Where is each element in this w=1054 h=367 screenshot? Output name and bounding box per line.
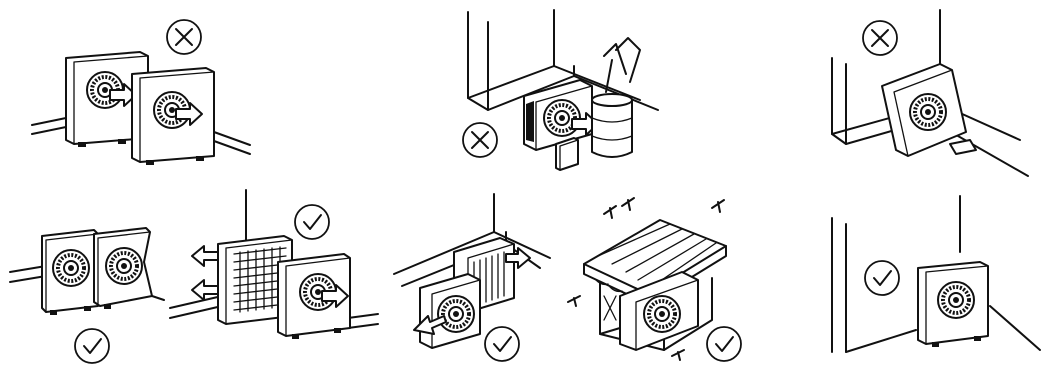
panel-top-left [32, 20, 250, 165]
panel-bottom-under-canopy [568, 198, 741, 361]
cross-circle-icon [863, 21, 897, 55]
check-circle-icon [485, 327, 519, 361]
heat-pump-unit-front [132, 68, 214, 165]
panel-top-right [832, 10, 1028, 176]
heat-pump-unit-wall [918, 262, 988, 347]
panel-bottom-with-grille [170, 190, 378, 339]
panel-top-center [463, 10, 658, 170]
heat-pump-unit-tilted [882, 64, 976, 156]
check-circle-icon [707, 327, 741, 361]
check-circle-icon [75, 329, 109, 363]
check-circle-icon [865, 261, 899, 295]
panel-bottom-side-by-side [10, 228, 164, 363]
cross-circle-icon [463, 123, 497, 157]
heat-pump-unit-right [94, 228, 152, 309]
check-circle-icon [295, 205, 329, 239]
heat-pump-unit-left [42, 230, 98, 315]
panel-bottom-right [832, 196, 1040, 352]
panel-bottom-corner-back-to-back [394, 194, 550, 361]
heat-pump-unit-forward [414, 274, 480, 348]
cross-circle-icon [167, 20, 201, 54]
heat-pump-unit-behind-grille [278, 254, 350, 339]
